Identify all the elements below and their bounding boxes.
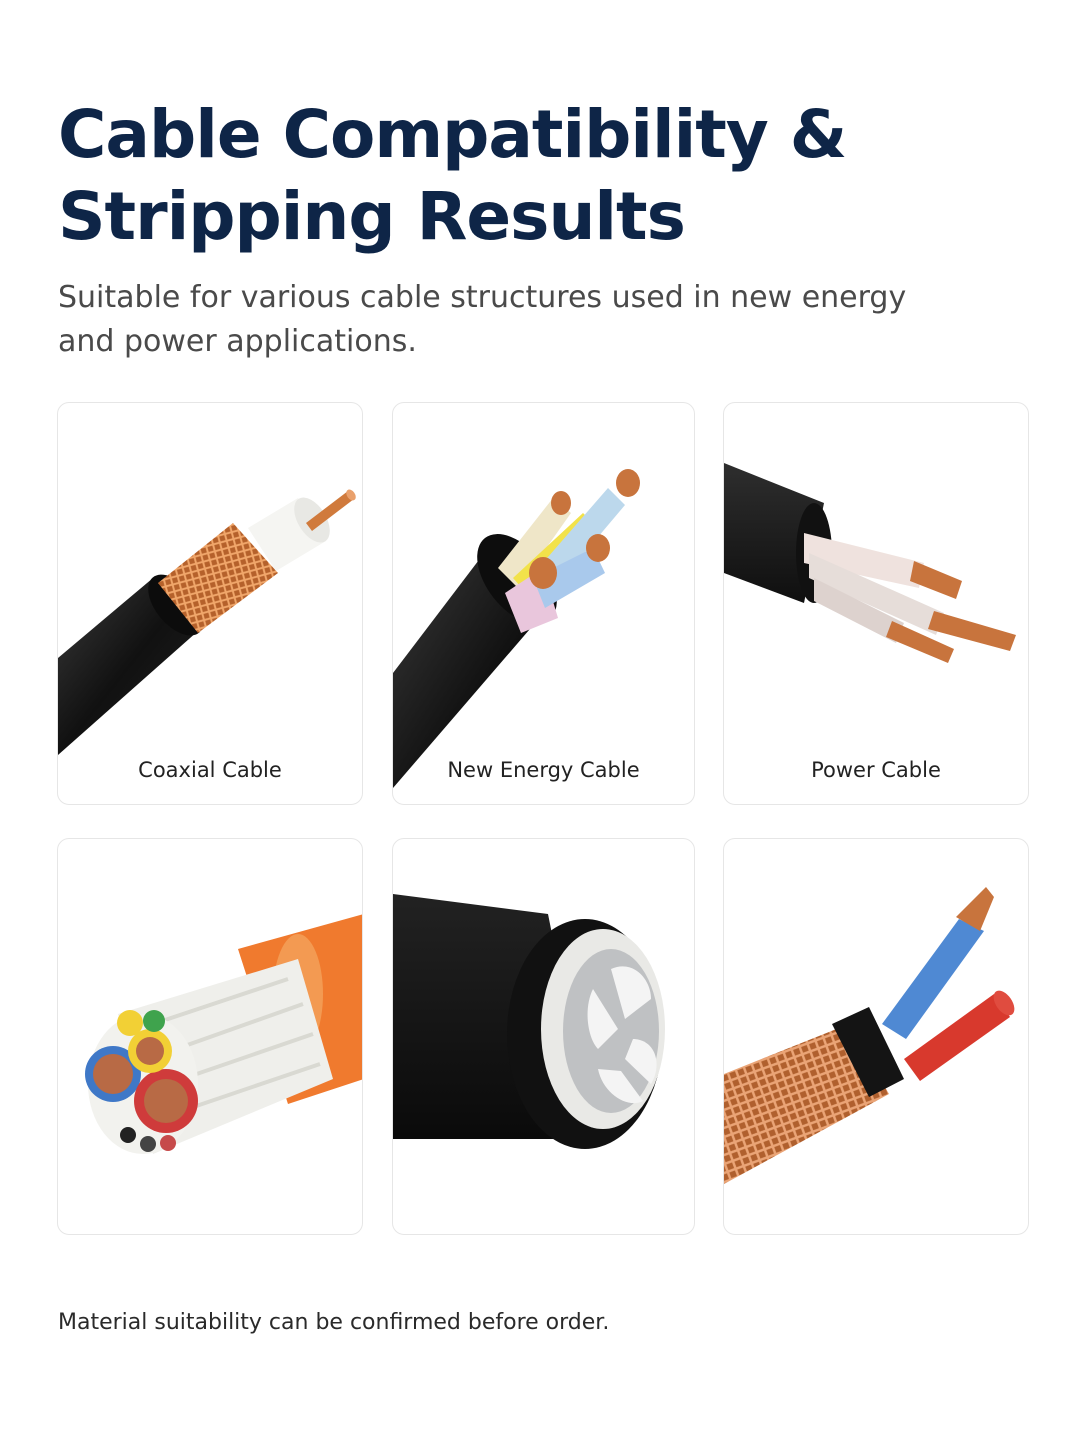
cable-card-new-energy: New Energy Cable (392, 402, 695, 805)
footer-note: Material suitability can be confirmed be… (58, 1310, 610, 1335)
card-label: New Energy Cable (447, 758, 640, 782)
new-energy-cable-photo (393, 469, 640, 788)
shielded-braided-cable-photo (724, 887, 1015, 1184)
cable-card-armored (392, 838, 695, 1235)
multi-core-orange-cable-photo (85, 914, 362, 1154)
page-subtitle: Suitable for various cable structures us… (58, 280, 907, 359)
power-cable-photo (724, 463, 1016, 663)
coaxial-cable-photo (58, 489, 356, 755)
cable-card-multi-core (57, 838, 363, 1235)
armored-sector-cable-photo (393, 894, 665, 1149)
card-label: Coaxial Cable (138, 758, 282, 782)
cable-card-power: Power Cable (723, 402, 1029, 805)
cable-card-shielded (723, 838, 1029, 1235)
cable-card-coaxial: Coaxial Cable (57, 402, 363, 805)
page-title: Cable Compatibility & Stripping Results (58, 96, 847, 255)
card-label: Power Cable (811, 758, 941, 782)
